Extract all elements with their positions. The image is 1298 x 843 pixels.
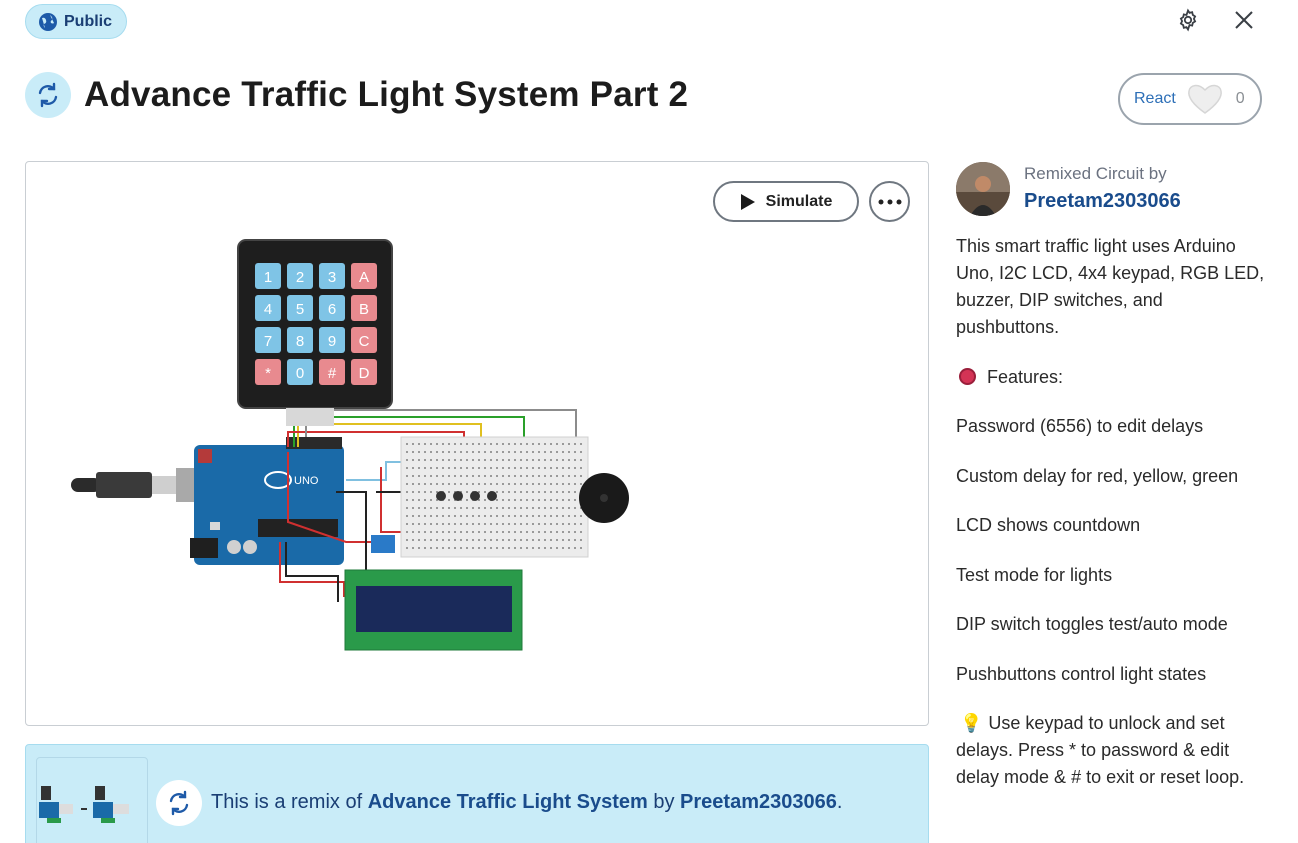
public-badge-label: Public bbox=[64, 12, 113, 30]
features-heading: Features: bbox=[956, 364, 1268, 391]
remix-thumbnail[interactable] bbox=[36, 757, 148, 843]
keypad-key bbox=[351, 295, 377, 321]
keypad-key-label: C bbox=[359, 333, 370, 350]
author-block: Remixed Circuit by Preetam2303066 bbox=[956, 162, 1276, 216]
close-icon[interactable] bbox=[1230, 6, 1258, 34]
remix-icon bbox=[25, 72, 71, 118]
keypad-key bbox=[287, 359, 313, 385]
remix-icon bbox=[156, 780, 202, 826]
keypad-key bbox=[319, 295, 345, 321]
more-icon[interactable] bbox=[869, 181, 910, 222]
avatar[interactable] bbox=[956, 162, 1010, 216]
description: This smart traffic light uses Arduino Un… bbox=[956, 233, 1268, 791]
keypad-key-label: 9 bbox=[328, 333, 336, 350]
usb-cable bbox=[71, 468, 198, 502]
keypad-key bbox=[351, 359, 377, 385]
keypad-key bbox=[319, 327, 345, 353]
feature-item: Custom delay for red, yellow, green bbox=[956, 465, 1239, 486]
keypad-key-label: 3 bbox=[328, 269, 336, 286]
keypad-key-label: 1 bbox=[264, 269, 272, 286]
red-circle-icon bbox=[959, 367, 976, 385]
keypad-key bbox=[255, 327, 281, 353]
remix-banner: This is a remix of Advance Traffic Light… bbox=[25, 744, 929, 843]
remix-source-link[interactable]: Advance Traffic Light System bbox=[367, 791, 648, 813]
lcd-display bbox=[344, 569, 523, 651]
keypad-key bbox=[351, 327, 377, 353]
feature-item: Pushbuttons control light states bbox=[956, 663, 1207, 684]
react-count: 0 bbox=[1235, 90, 1245, 107]
author-label: Remixed Circuit by bbox=[1024, 164, 1167, 183]
remix-prefix: This is a remix of bbox=[211, 791, 363, 813]
keypad-key bbox=[287, 263, 313, 289]
simulate-button[interactable]: Simulate bbox=[713, 181, 859, 222]
keypad-key-label: 7 bbox=[264, 333, 272, 350]
keypad-key-label: A bbox=[359, 269, 369, 286]
keypad-key bbox=[287, 327, 313, 353]
feature-item: DIP switch toggles test/auto mode bbox=[956, 614, 1228, 634]
page-title: Advance Traffic Light System Part 2 bbox=[84, 75, 689, 114]
keypad-key-label: # bbox=[328, 365, 337, 382]
remix-author-link[interactable]: Preetam2303066 bbox=[680, 791, 837, 813]
keypad-key-label: 6 bbox=[328, 301, 336, 318]
keypad-key bbox=[255, 295, 281, 321]
keypad-key bbox=[287, 295, 313, 321]
heart-icon bbox=[1187, 84, 1222, 114]
keypad-key bbox=[351, 263, 377, 289]
keypad-key-label: B bbox=[359, 301, 369, 318]
react-button[interactable]: React 0 bbox=[1118, 73, 1262, 125]
react-label: React bbox=[1134, 90, 1176, 107]
keypad-key-label: D bbox=[359, 365, 370, 382]
public-badge[interactable]: Public bbox=[25, 4, 128, 39]
keypad-key bbox=[319, 359, 345, 385]
circuit-canvas[interactable]: UNO 1 2 3 A 4 5 6 B 7 8 9 C * 0 # D bbox=[25, 161, 929, 726]
simulate-label: Simulate bbox=[765, 192, 833, 210]
remix-text: This is a remix of Advance Traffic Light… bbox=[211, 791, 842, 814]
remix-by: by bbox=[653, 791, 675, 813]
circuit-diagram: UNO 1 2 3 A 4 5 6 B 7 8 9 C * 0 # D bbox=[71, 239, 629, 651]
keypad-key bbox=[255, 263, 281, 289]
keypad-key-label: 4 bbox=[264, 301, 272, 318]
arduino-board: UNO bbox=[190, 437, 344, 565]
remix-suffix: . bbox=[836, 791, 843, 813]
arduino-label: UNO bbox=[294, 475, 319, 487]
gear-icon[interactable] bbox=[1174, 6, 1202, 34]
sidebar: Remixed Circuit by Preetam2303066 This s… bbox=[956, 162, 1276, 814]
description-intro: This smart traffic light uses Arduino Un… bbox=[956, 236, 1265, 337]
breadboard bbox=[371, 436, 589, 558]
keypad-key bbox=[255, 359, 281, 385]
keypad: 1 2 3 A 4 5 6 B 7 8 9 C * 0 # D bbox=[237, 239, 393, 426]
feature-item: Password (6556) to edit delays bbox=[956, 416, 1204, 436]
feature-item: LCD shows countdown bbox=[956, 515, 1141, 535]
author-name-link[interactable]: Preetam2303066 bbox=[1024, 190, 1181, 212]
bulb-icon: 💡 bbox=[960, 713, 983, 733]
keypad-key-label: 0 bbox=[296, 365, 304, 382]
tip: 💡Use keypad to unlock and set delays. Pr… bbox=[956, 713, 1245, 787]
keypad-key bbox=[319, 263, 345, 289]
keypad-key-label: * bbox=[265, 365, 271, 382]
globe-icon bbox=[39, 12, 57, 31]
keypad-key-label: 2 bbox=[296, 269, 304, 286]
keypad-key-label: 5 bbox=[296, 301, 304, 318]
feature-item: Test mode for lights bbox=[956, 564, 1113, 585]
play-icon bbox=[740, 193, 755, 210]
keypad-key-label: 8 bbox=[296, 333, 304, 350]
